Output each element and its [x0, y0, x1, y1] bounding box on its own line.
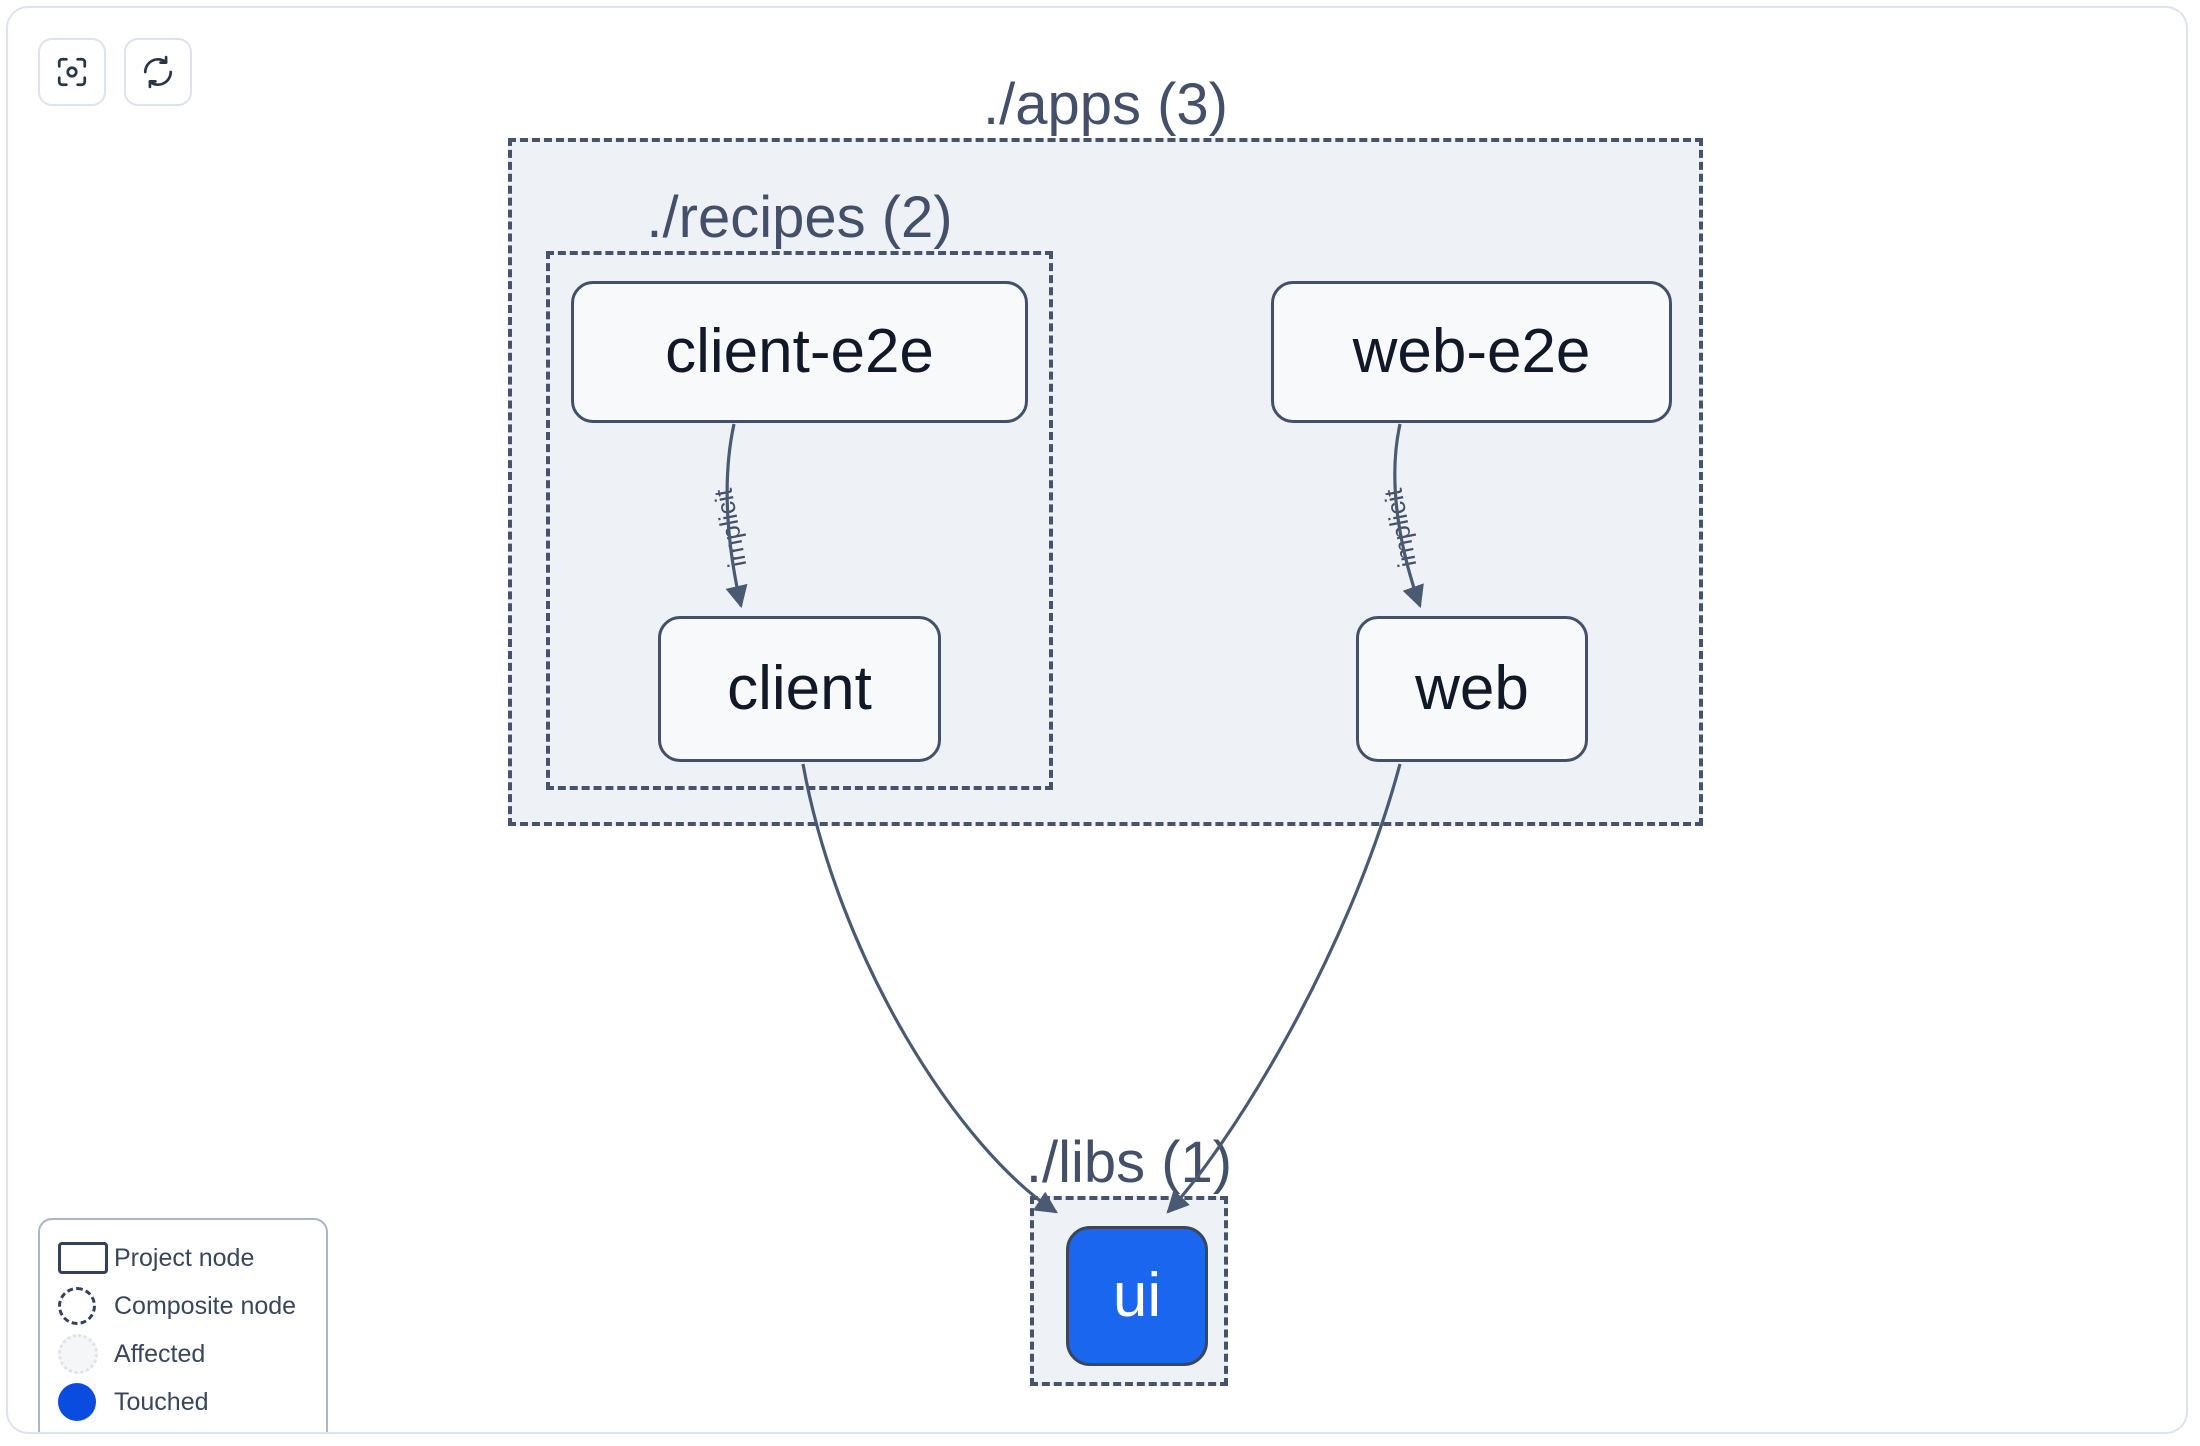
graph-toolbar	[38, 38, 192, 106]
legend-label: Touched	[114, 1387, 209, 1416]
refresh-icon	[141, 55, 175, 89]
graph-legend: Project node Composite node Affected Tou…	[38, 1218, 328, 1432]
project-node-web[interactable]: web	[1356, 616, 1588, 762]
legend-item-project-node: Project node	[58, 1234, 310, 1282]
project-node-ui[interactable]: ui	[1066, 1226, 1208, 1366]
project-node-client-e2e[interactable]: client-e2e	[571, 281, 1028, 423]
legend-label: Composite node	[114, 1291, 297, 1320]
project-node-client[interactable]: client	[658, 616, 941, 762]
legend-item-composite-node: Composite node	[58, 1282, 310, 1330]
graph-canvas-shell: ./apps (3) ./recipes (2) ./libs (1) clie…	[6, 6, 2188, 1434]
refresh-graph-button[interactable]	[124, 38, 192, 106]
legend-label: Affected	[114, 1339, 206, 1368]
composite-group-apps-label: ./apps (3)	[983, 72, 1228, 137]
legend-item-affected: Affected	[58, 1330, 310, 1378]
project-node-label: client-e2e	[665, 317, 934, 386]
legend-label: Project node	[114, 1243, 255, 1272]
focus-target-icon	[55, 55, 89, 89]
project-node-label: web	[1415, 654, 1529, 723]
project-node-glyph	[58, 1242, 114, 1274]
project-node-label: client	[727, 654, 872, 723]
project-node-web-e2e[interactable]: web-e2e	[1271, 281, 1672, 423]
composite-group-libs-label: ./libs (1)	[1025, 1130, 1233, 1195]
focus-graph-button[interactable]	[38, 38, 106, 106]
project-node-label: web-e2e	[1352, 317, 1591, 386]
touched-glyph	[58, 1383, 114, 1421]
legend-item-touched: Touched	[58, 1378, 310, 1426]
affected-glyph	[58, 1334, 114, 1374]
composite-group-recipes-label: ./recipes (2)	[646, 185, 953, 250]
graph-content: ./apps (3) ./recipes (2) ./libs (1) clie…	[8, 8, 2186, 1432]
project-node-label: ui	[1112, 1261, 1162, 1330]
composite-node-glyph	[58, 1287, 114, 1325]
